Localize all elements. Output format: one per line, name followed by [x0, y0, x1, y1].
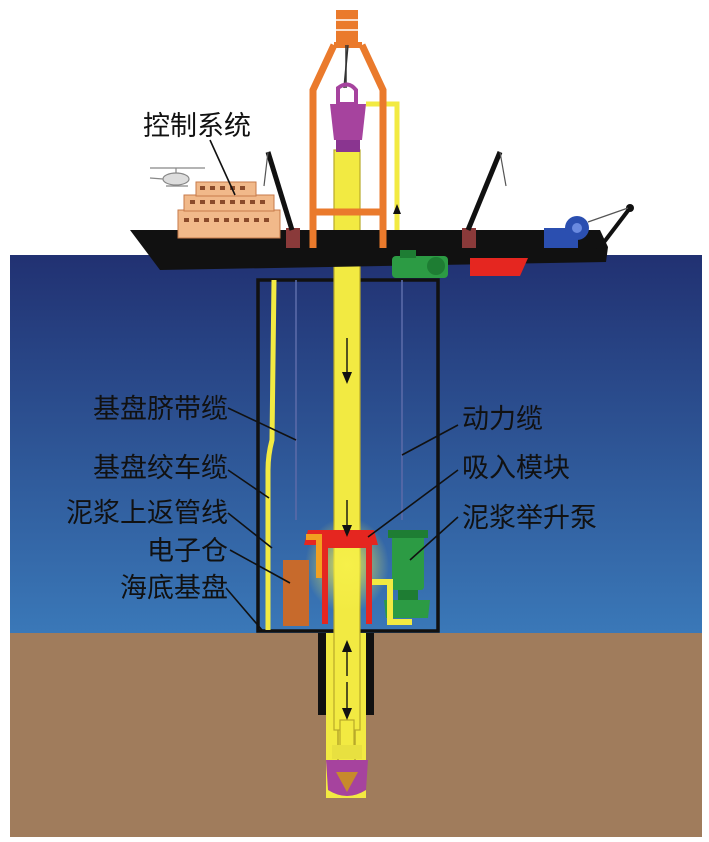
deck-power-unit: [392, 250, 448, 278]
label-suction-module: 吸入模块: [462, 453, 570, 484]
label-seabed-base: 海底基盘: [120, 573, 228, 604]
label-base-winch-cable: 基盘绞车缆: [93, 453, 228, 484]
label-power-cable: 动力缆: [462, 404, 543, 435]
a-frame: [587, 204, 634, 252]
helicopter: [149, 167, 205, 187]
label-base-umbilical: 基盘脐带缆: [93, 394, 228, 425]
hull-red-part: [470, 258, 528, 276]
suction-module: [304, 530, 378, 624]
derrick: [309, 10, 387, 248]
drill-bit: [326, 745, 368, 796]
label-electronics-cabin: 电子仓: [147, 536, 228, 567]
crane-right: [462, 151, 507, 248]
mud-lift-pump: [384, 530, 430, 618]
label-mud-return-line: 泥浆上返管线: [66, 498, 228, 529]
electronics-cabin-box: [283, 560, 309, 626]
flow-arrows: [342, 204, 401, 720]
crane-left: [263, 151, 300, 248]
superstructure-windows: [184, 186, 269, 222]
label-control-system: 控制系统: [143, 111, 251, 142]
leader-lines: [209, 139, 459, 631]
top-drive: [330, 82, 366, 152]
superstructure: [177, 181, 281, 239]
label-mud-lift-pump: 泥浆举升泵: [462, 503, 597, 534]
winch: [544, 216, 589, 248]
